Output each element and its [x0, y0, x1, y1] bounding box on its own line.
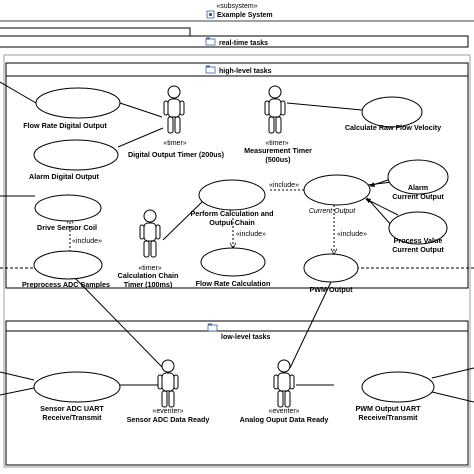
actor-analog-output-data-ready[interactable]	[273, 359, 295, 408]
actor-sensor-adc-data-ready[interactable]	[157, 359, 179, 408]
usecase-sensor-adc-uart[interactable]	[33, 371, 121, 403]
usecase-label-process-value-1: Process Value	[394, 236, 443, 245]
usecase-preprocess-adc-samples[interactable]	[33, 250, 103, 280]
usecase-label-pwm-output-uart-2: Receive/Transmit	[358, 413, 418, 422]
package-icon	[205, 65, 216, 74]
actor-sensor-adc-data-ready-name: Sensor ADC Data Ready	[127, 415, 210, 424]
package-icon	[205, 37, 216, 46]
actor-calculation-chain-timer-stereotype: «timer»	[138, 265, 161, 272]
usecase-process-value-current-output[interactable]	[388, 211, 448, 245]
generalization-arrows	[365, 179, 399, 216]
package-icon	[207, 323, 218, 332]
usecase-label-pwm-output-uart-1: PWM Output UART	[355, 404, 421, 413]
package-highlevel-label: high-level tasks	[219, 68, 272, 75]
package-lowlevel-label: low-level tasks	[221, 334, 271, 341]
usecase-pwm-output[interactable]	[303, 253, 359, 283]
usecase-label-alarm-digital-output: Alarm Digital Output	[29, 172, 99, 181]
usecase-flow-rate-calculation[interactable]	[200, 247, 266, 277]
actor-digital-output-timer-name: Digital Output Timer (200us)	[128, 150, 225, 159]
usecase-label-sensor-adc-uart-1: Sensor ADC UART	[40, 404, 104, 413]
usecase-alarm-digital-output[interactable]	[33, 139, 119, 171]
system-stereotype: «subsystem»	[216, 3, 257, 10]
actor-sensor-adc-data-ready-stereotype: «eventer»	[152, 408, 183, 415]
actor-digital-output-timer[interactable]	[163, 85, 185, 134]
package-lowlevel: low-level tasks	[5, 320, 469, 466]
include-label-current: «include»	[269, 182, 299, 189]
usecase-pwm-output-uart[interactable]	[361, 371, 435, 403]
usecase-label-perform-calculation-1: Perform Calculation and	[190, 209, 273, 218]
usecase-label-calculate-raw-flow-velocity: Calculate Raw Flow Velocity	[345, 123, 441, 132]
usecase-current-output[interactable]	[303, 174, 371, 206]
associations	[0, 81, 474, 403]
package-highlevel: high-level tasks	[5, 62, 469, 289]
usecase-label-drive-sensor-coil: Drive Sensor Coil	[37, 223, 97, 232]
usecase-label-alarm-1: Alarm	[408, 183, 428, 192]
actor-measurement-timer-line1: Measurement Timer	[244, 146, 312, 155]
usecase-perform-calculation[interactable]	[198, 179, 266, 211]
usecase-label-alarm-2: Current Output	[392, 192, 444, 201]
usecase-label-preprocess-adc-samples: Preprocess ADC Samples	[22, 280, 110, 289]
actor-calculation-chain-timer-line2: Timer (100ms)	[124, 280, 173, 289]
include-label-flowrate: «include»	[236, 231, 266, 238]
usecase-label-process-value-2: Current Output	[392, 245, 444, 254]
actor-digital-output-timer-stereotype: «timer»	[163, 140, 186, 147]
usecase-drive-sensor-coil[interactable]	[34, 194, 102, 222]
partial-package-box	[0, 27, 191, 37]
usecase-label-sensor-adc-uart-2: Receive/Transmit	[42, 413, 102, 422]
actor-analog-output-data-ready-stereotype: «eventer»	[268, 408, 299, 415]
usecase-calculate-raw-flow-velocity[interactable]	[361, 96, 423, 128]
actor-measurement-timer-stereotype: «timer»	[265, 140, 288, 147]
usecase-label-perform-calculation-2: Output Chain	[209, 218, 255, 227]
actor-calculation-chain-timer-line1: Calculation Chain	[118, 271, 179, 280]
usecase-flow-rate-digital-output[interactable]	[35, 87, 121, 119]
usecase-label-pwm-output: PWM Output	[309, 285, 353, 294]
outer-frame	[3, 54, 471, 468]
usecase-label-current-output: Current Output	[309, 208, 356, 215]
package-realtime: real-time tasks	[0, 35, 469, 48]
usecase-label-flow-rate-calculation: Flow Rate Calculation	[196, 279, 271, 288]
actor-analog-output-data-ready-name: Analog Ouput Data Ready	[240, 415, 329, 424]
subsystem-icon	[206, 10, 215, 19]
include-dependencies	[70, 190, 334, 254]
system-title: Example System	[217, 12, 273, 19]
actor-measurement-timer-line2: (500us)	[265, 155, 291, 164]
actor-calculation-chain-timer[interactable]	[139, 209, 161, 258]
usecase-label-flow-rate-digital-output: Flow Rate Digital Output	[23, 121, 107, 130]
include-label-adc: «include»	[72, 238, 102, 245]
package-realtime-label: real-time tasks	[219, 40, 268, 47]
include-label-pwm: «include»	[337, 231, 367, 238]
usecase-alarm-current-output[interactable]	[387, 159, 449, 195]
actor-measurement-timer[interactable]	[264, 85, 286, 134]
